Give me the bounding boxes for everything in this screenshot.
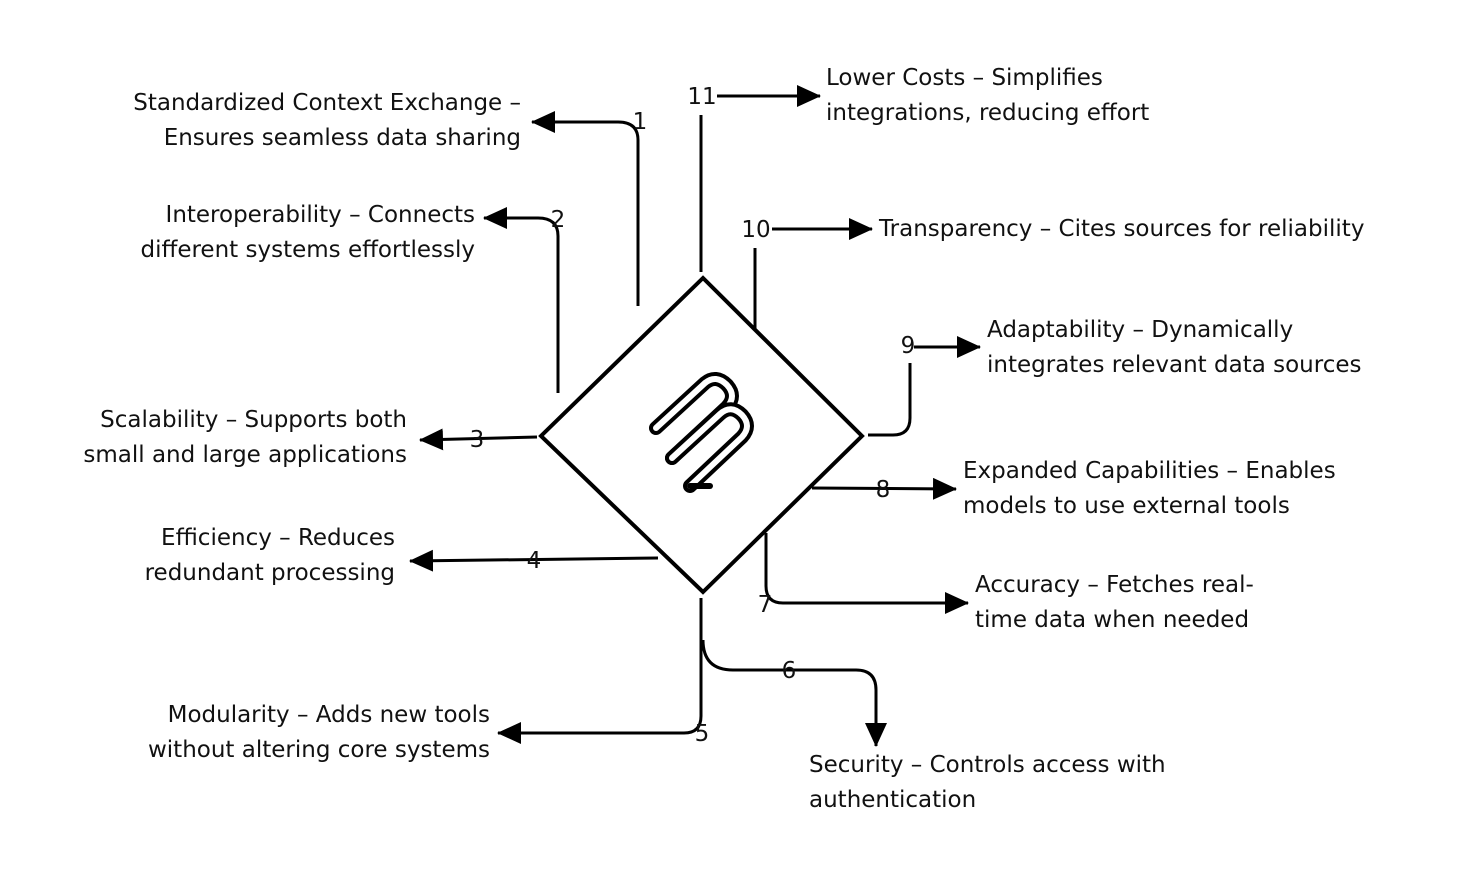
number-1: 1 [633, 109, 648, 135]
number-5: 5 [695, 721, 710, 747]
number-11: 11 [687, 84, 716, 110]
connector-6 [701, 639, 887, 747]
connector-4 [409, 549, 659, 572]
benefit-label-1: Standardized Context Exchange –Ensures s… [133, 90, 521, 151]
connector-1 [531, 111, 640, 306]
mcp-logo-icon [649, 372, 754, 493]
number-10: 10 [741, 217, 770, 243]
number-9: 9 [901, 333, 916, 359]
benefit-label-10: Transparency – Cites sources for reliabi… [879, 216, 1365, 242]
number-8: 8 [876, 477, 891, 503]
benefit-label-7: Accuracy – Fetches real-time data when n… [975, 572, 1254, 633]
connector-7 [764, 533, 969, 614]
number-4: 4 [527, 548, 542, 574]
number-6: 6 [782, 658, 797, 684]
connector-9 [868, 363, 912, 437]
number-3: 3 [470, 427, 485, 453]
connector-2 [483, 207, 560, 393]
connector-8 [811, 477, 957, 500]
number-7: 7 [758, 592, 773, 618]
connector-5 [497, 598, 703, 744]
number-2: 2 [551, 207, 566, 233]
connector-3 [419, 428, 538, 451]
